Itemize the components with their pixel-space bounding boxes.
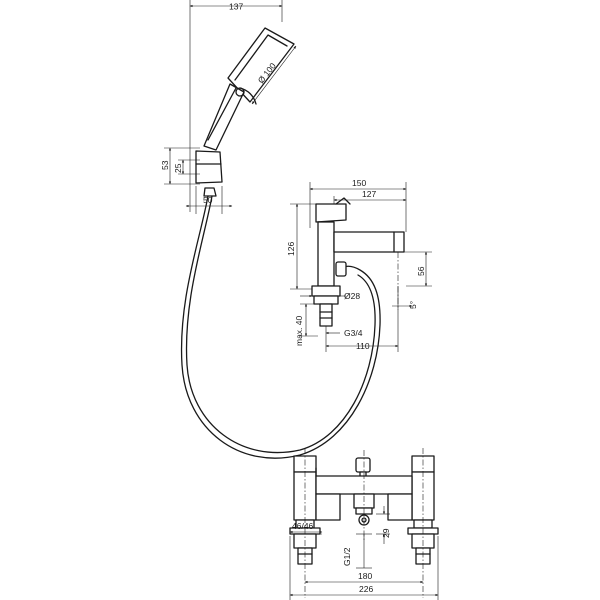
dim-text-29: 29 <box>381 528 391 538</box>
hand-shower <box>203 27 295 151</box>
dim-text-137: 137 <box>229 1 243 11</box>
dim-text-53: 53 <box>160 160 170 170</box>
dim-inlet-thread: G1/2 <box>342 533 372 569</box>
dim-text-dia28: Ø28 <box>344 291 360 301</box>
mixer-side-view <box>311 197 405 327</box>
dim-centers: 180 <box>304 571 424 584</box>
dim-text-127: 127 <box>362 189 376 199</box>
dim-text-4646: 46/46 <box>292 521 314 531</box>
dim-pillar-dia: Ø28 <box>300 291 360 301</box>
dim-connection: G3/4 110 <box>325 310 399 352</box>
dim-spout-150-127: 150 127 <box>309 178 407 232</box>
mixer-front-view <box>289 448 439 598</box>
dim-text-g34: G3/4 <box>344 328 363 338</box>
dim-holder-heights: 53 25 <box>160 147 200 185</box>
dim-spout-height: 56 <box>404 251 432 287</box>
dim-text-56: 56 <box>416 266 426 276</box>
dim-text-150: 150 <box>352 178 366 188</box>
dim-text-180: 180 <box>358 571 372 581</box>
dim-text-max40: max. 40 <box>294 315 304 346</box>
dim-overall-width: 226 <box>289 536 439 600</box>
dim-text-110: 110 <box>356 341 370 351</box>
shower-hose <box>180 195 381 459</box>
dim-text-angle: 5° <box>408 301 418 309</box>
dim-outlet-height: 29 <box>376 506 391 544</box>
dim-holder-width: 50 <box>185 186 233 214</box>
dim-text-50: 50 <box>203 195 213 205</box>
dim-outlet-width: 46/46 <box>289 521 323 535</box>
dim-text-226: 226 <box>359 584 373 594</box>
wall-holder <box>195 150 223 197</box>
dim-max-deck: max. 40 <box>294 303 318 346</box>
dim-text-126: 126 <box>286 242 296 256</box>
dim-spout-angle: 5° <box>392 286 418 310</box>
dim-text-25: 25 <box>173 163 183 173</box>
dim-body-height: 126 <box>286 203 316 290</box>
dim-text-g12: G1/2 <box>342 547 352 566</box>
dim-handshower-width: 137 <box>189 0 283 212</box>
